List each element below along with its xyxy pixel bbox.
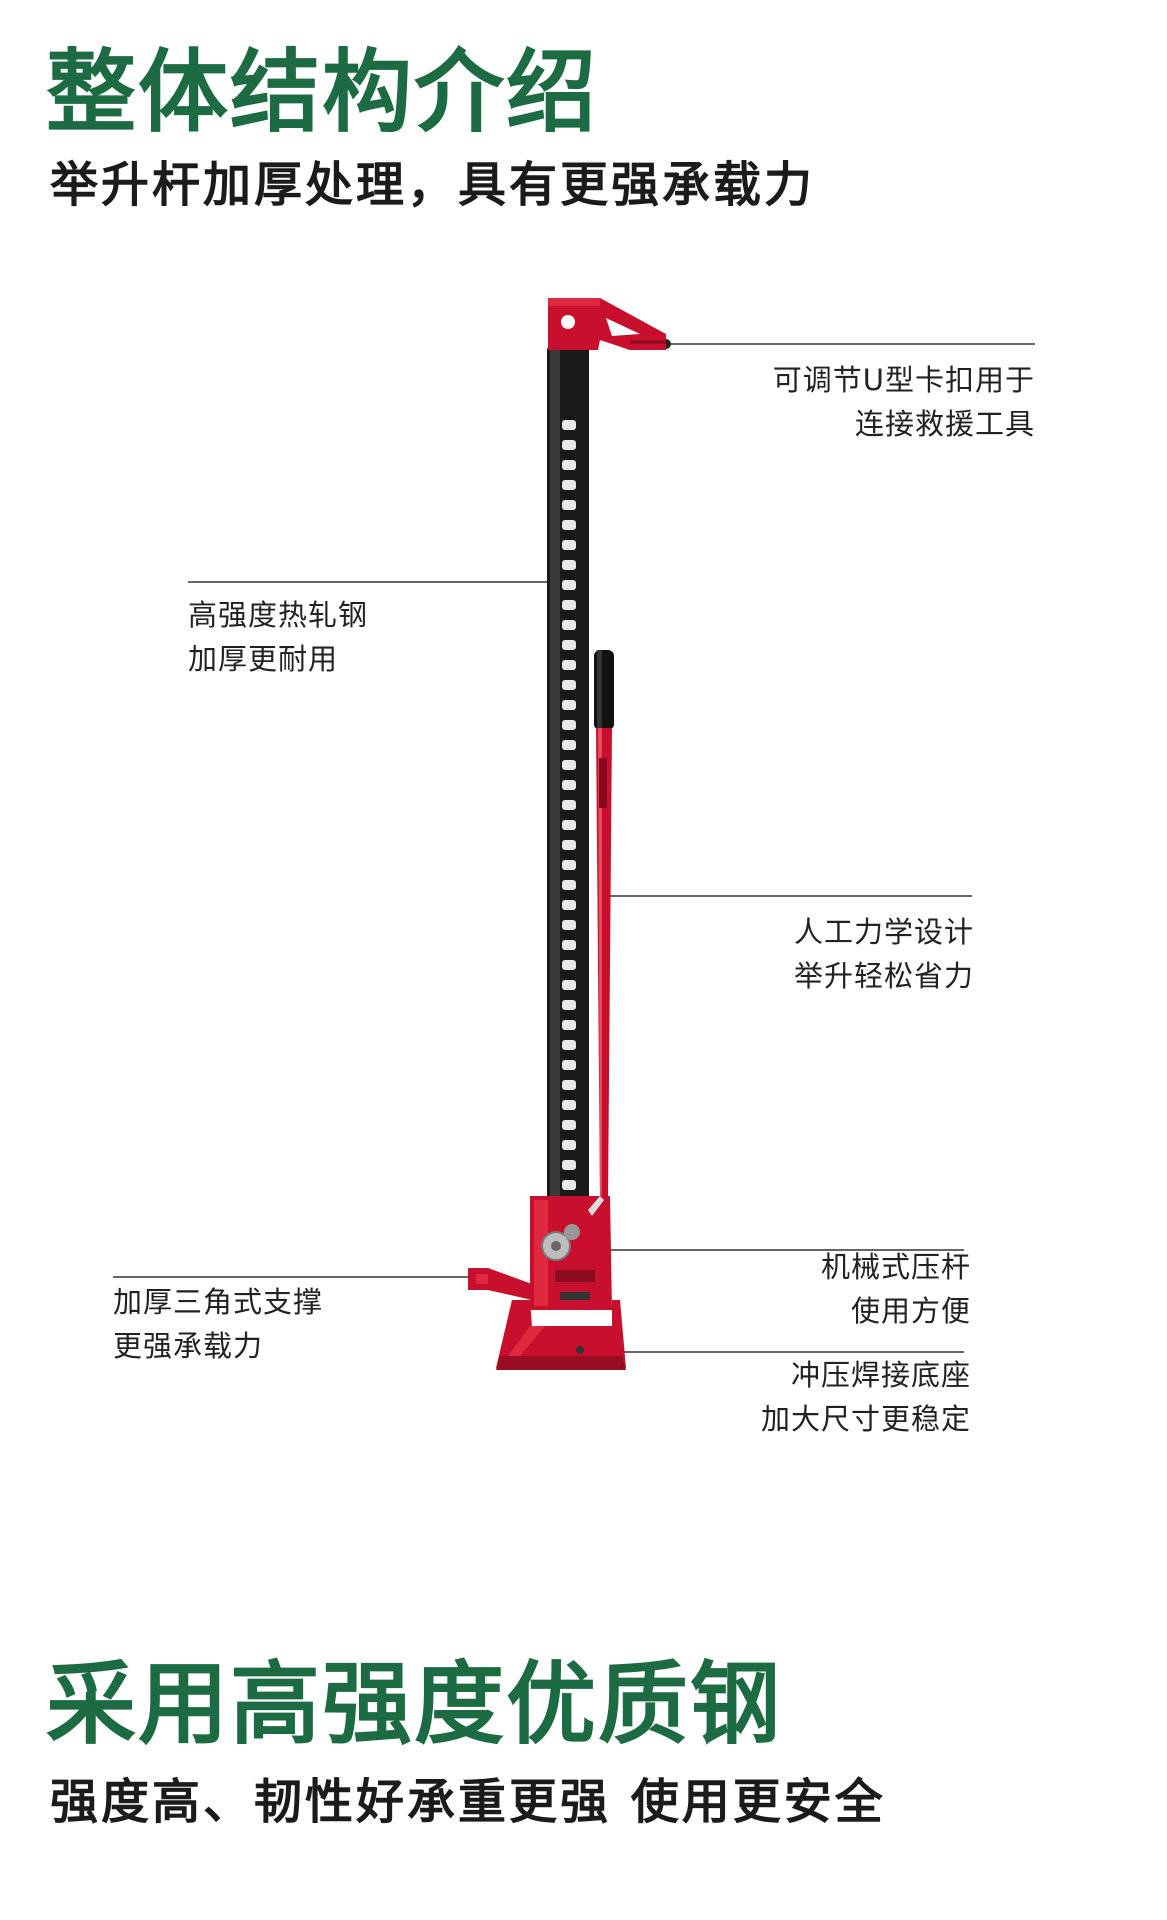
section-title-structure: 整体结构介绍: [46, 40, 598, 145]
callout-leader-lines: [113, 343, 1035, 1353]
callout-lever-line1: 机械式压杆: [820, 1250, 971, 1284]
callout-u-card: 可调节U型卡扣用于 连接救援工具: [773, 358, 1035, 446]
callout-u-card-line1: 可调节U型卡扣用于: [772, 363, 1035, 397]
callout-ergonomic: 人工力学设计 举升轻松省力: [794, 910, 974, 998]
callout-base: 冲压焊接底座 加大尺寸更稳定: [761, 1353, 971, 1441]
callout-triangle-line1: 加厚三角式支撑: [113, 1285, 324, 1319]
triangle-support: [468, 1268, 532, 1300]
callout-triangle: 加厚三角式支撑 更强承载力: [113, 1280, 323, 1368]
callout-steel-line2: 加厚更耐用: [188, 642, 339, 676]
section-subtitle-structure: 举升杆加厚处理，具有更强承载力: [50, 157, 816, 213]
callout-base-line1: 冲压焊接底座: [790, 1358, 971, 1392]
section-title-steel: 采用高强度优质钢: [46, 1652, 782, 1757]
callout-u-card-line2: 连接救援工具: [854, 407, 1035, 441]
bar-holes: [562, 420, 576, 1190]
callout-triangle-line2: 更强承载力: [113, 1329, 264, 1363]
callout-ergonomic-line1: 人工力学设计: [793, 915, 974, 949]
section-subtitle-steel: 强度高、韧性好承重更强 使用更安全: [50, 1774, 886, 1830]
callout-ergonomic-line2: 举升轻松省力: [793, 959, 974, 993]
jack-main-bar: [547, 346, 589, 1216]
callout-lever: 机械式压杆 使用方便: [821, 1245, 971, 1333]
jack-base: [496, 1300, 626, 1370]
callout-steel-line1: 高强度热轧钢: [188, 598, 369, 632]
jack-mechanism: [530, 1196, 612, 1310]
jack-handle: [594, 650, 614, 1200]
callout-steel: 高强度热轧钢 加厚更耐用: [188, 593, 368, 681]
callout-lever-line2: 使用方便: [850, 1294, 971, 1328]
u-card-top-clamp: [548, 298, 666, 350]
callout-base-line2: 加大尺寸更稳定: [760, 1402, 971, 1436]
